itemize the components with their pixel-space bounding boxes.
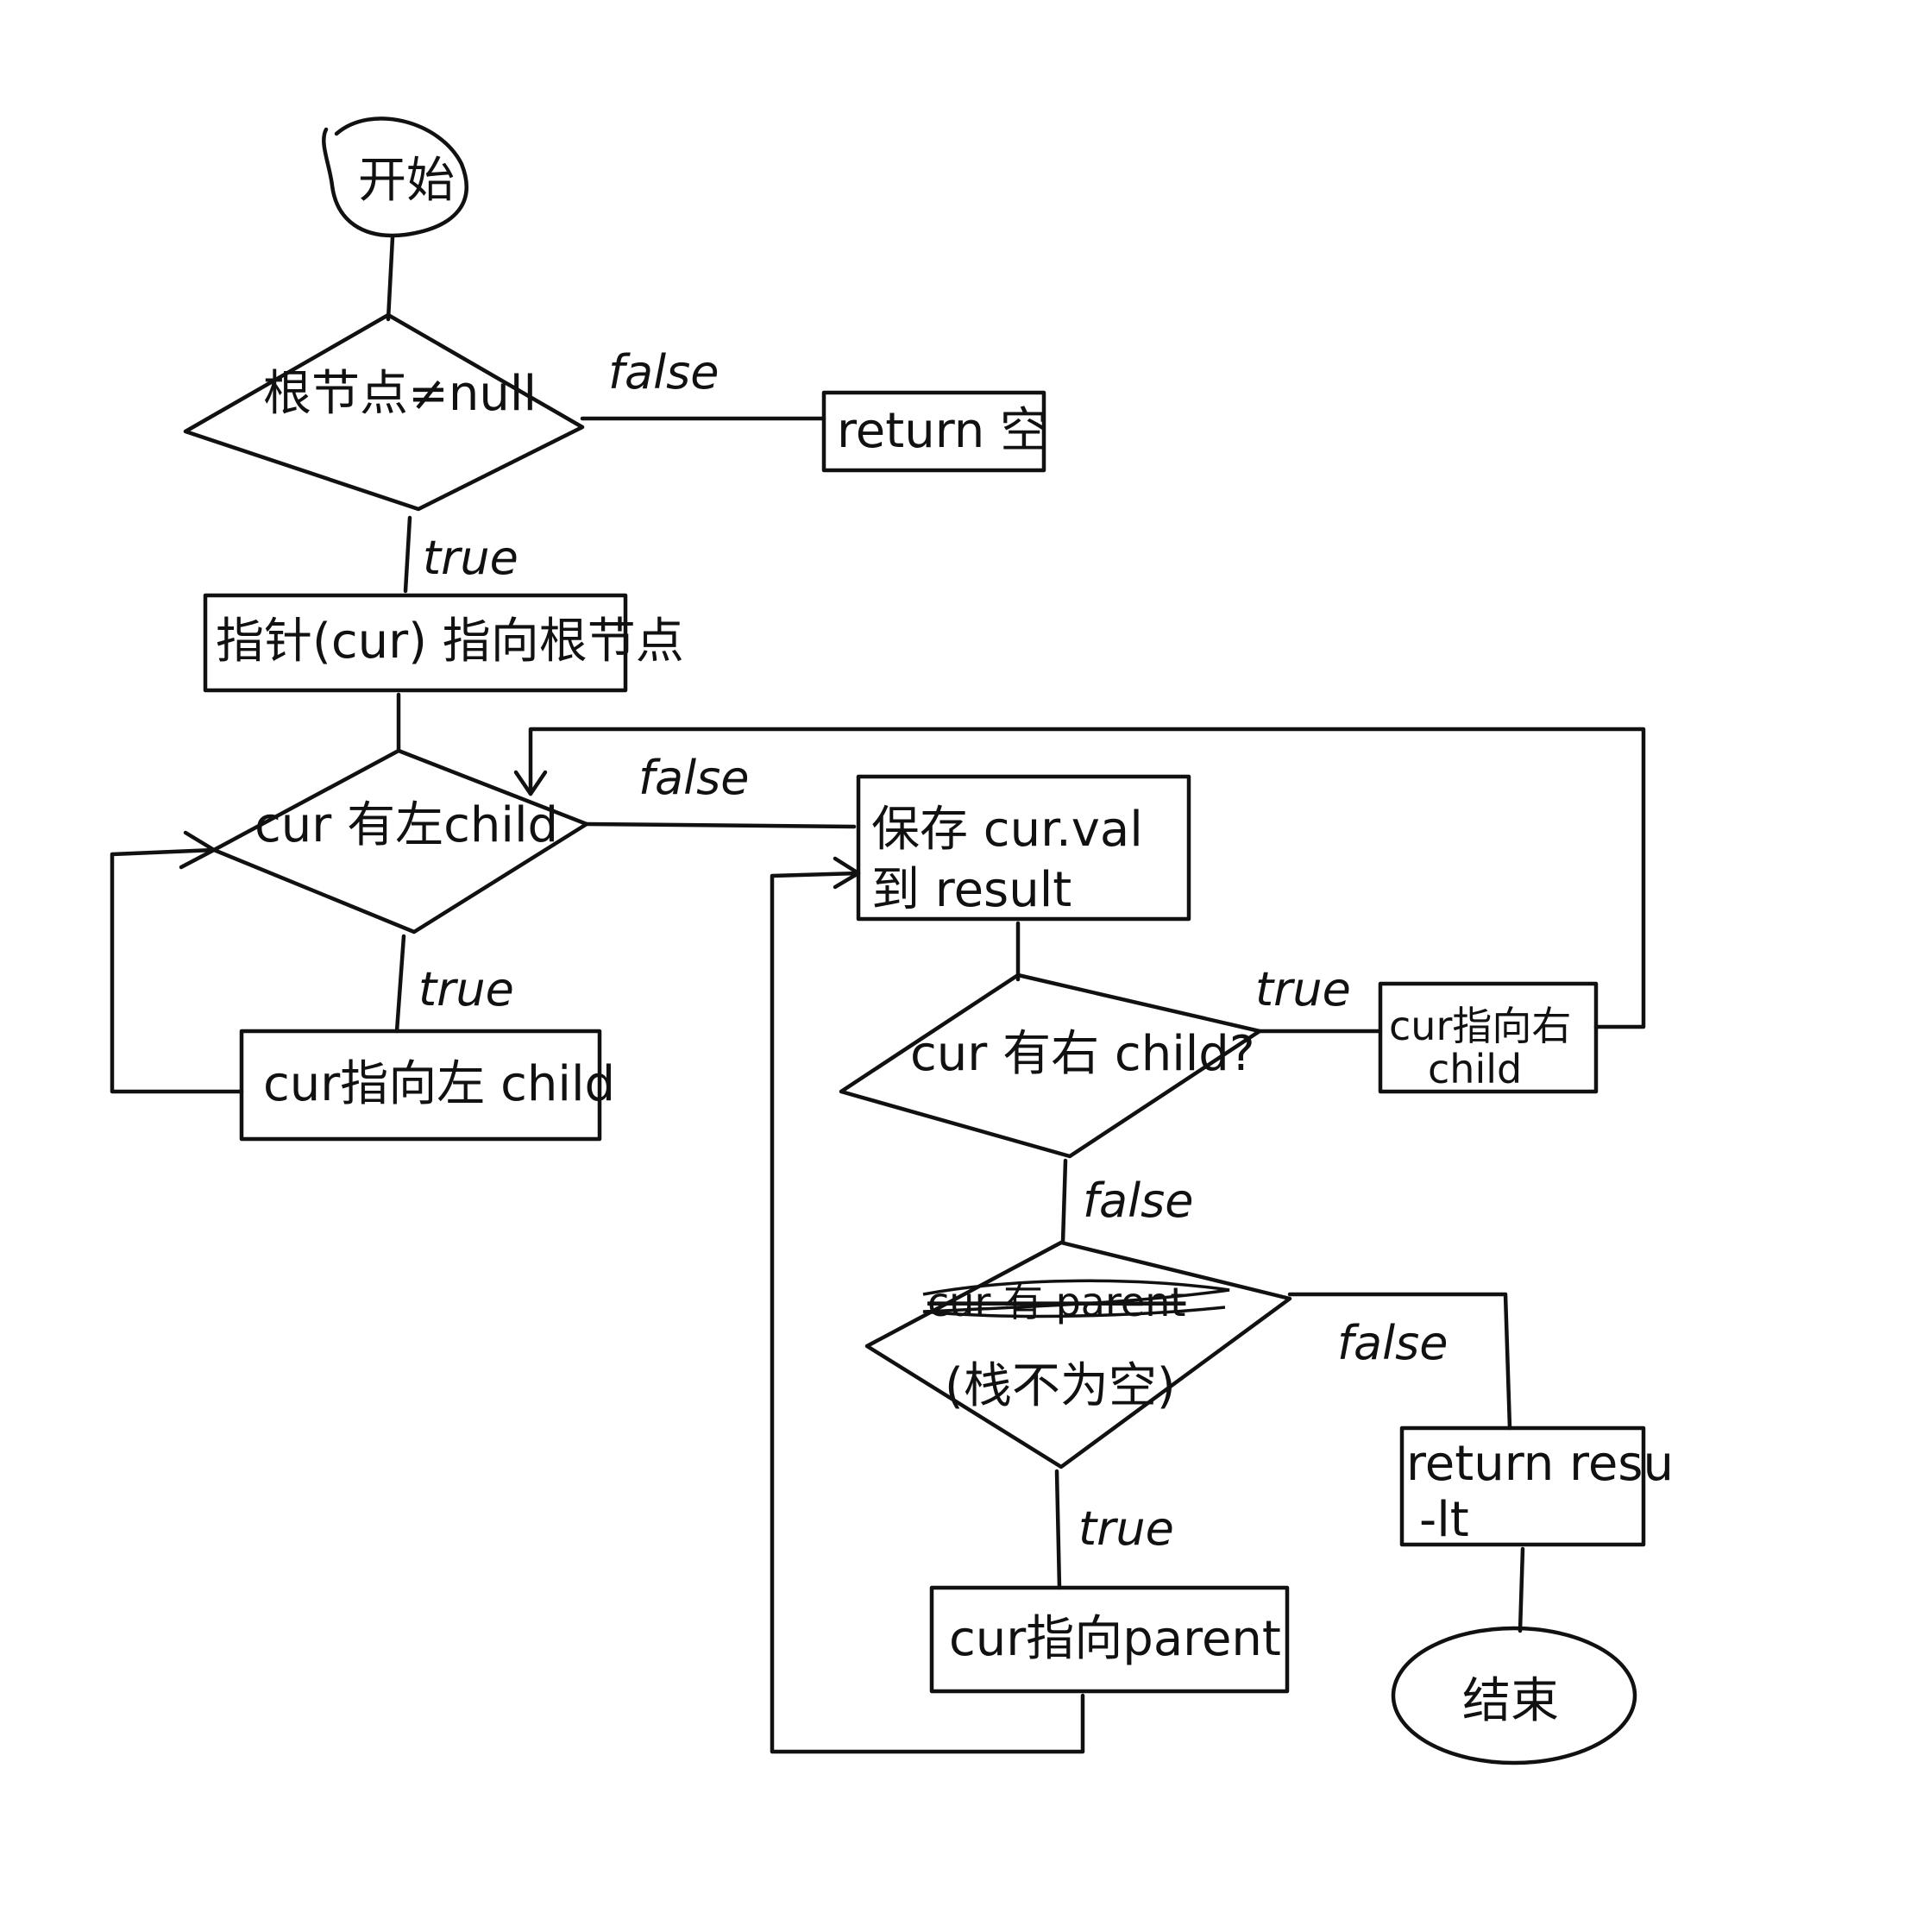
process-return-empty: return 空 <box>821 390 1048 473</box>
edge-hasright-false <box>1060 1158 1068 1245</box>
has-right-label: cur 有右 child? <box>910 1026 1255 1082</box>
has-left-label: cur 有左child <box>255 797 558 853</box>
init-pointer-label: 指针(cur) 指向根节点 <box>216 614 684 670</box>
edge-label-true-1: true <box>423 531 518 585</box>
process-init-pointer: 指针(cur) 指向根节点 <box>203 593 684 693</box>
save-val-line1: 保存 cur.val <box>871 802 1143 858</box>
return-empty-label: return 空 <box>837 403 1048 459</box>
process-move-right: cur指向右 child <box>1378 981 1599 1094</box>
return-result-line2: -lt <box>1419 1492 1469 1548</box>
loop-arrowhead-3 <box>833 856 861 890</box>
check-root-label: 根节点≠null <box>263 366 537 422</box>
move-right-line2: child <box>1428 1046 1522 1092</box>
edge-root-true <box>403 515 412 594</box>
process-save-val: 保存 cur.val 到 result <box>856 774 1191 922</box>
edge-label-true-4: true <box>1078 1501 1174 1556</box>
edge-start-to-check <box>386 235 395 322</box>
process-move-left: cur指向左 child <box>239 1029 615 1142</box>
edge-return-to-end <box>1518 1546 1525 1633</box>
decision-root-not-null: 根节点≠null <box>183 312 585 512</box>
edge-hasleft-false <box>584 821 857 829</box>
process-return-result: return resu -lt <box>1399 1425 1674 1548</box>
edge-stack-true <box>1054 1469 1062 1590</box>
move-left-label: cur指向左 child <box>263 1056 615 1112</box>
edge-stack-false <box>1287 1292 1512 1431</box>
stack-check-struck: cur 有 parent <box>927 1279 1185 1325</box>
end-label: 结束 <box>1462 1673 1559 1729</box>
edge-label-true-2: true <box>418 962 514 1016</box>
strike-scribble <box>922 1279 1230 1318</box>
edge-label-false-2: false <box>638 751 749 805</box>
move-parent-label: cur指向parent <box>949 1611 1281 1667</box>
edge-moveleft-loop <box>110 847 244 1094</box>
edge-parent-loop <box>770 871 1085 1754</box>
start-node: 开始 <box>322 116 468 238</box>
save-val-line2: 到 result <box>871 862 1071 918</box>
move-right-line1: cur指向右 <box>1389 1003 1571 1049</box>
stack-check-label: (栈不为空) <box>945 1358 1176 1414</box>
edge-label-false-4: false <box>1337 1316 1448 1370</box>
loop-arrowhead <box>179 830 217 870</box>
decision-has-left: cur 有左child <box>211 748 589 935</box>
process-move-parent: cur指向parent <box>929 1585 1290 1694</box>
edge-label-false-3: false <box>1083 1174 1193 1228</box>
end-node: 结束 <box>1391 1626 1637 1765</box>
start-label: 开始 <box>358 153 455 209</box>
return-result-line1: return resu <box>1406 1436 1674 1492</box>
decision-stack-not-empty: cur 有 parent (栈不为空) <box>864 1240 1292 1469</box>
decision-has-right: cur 有右 child? <box>839 972 1262 1159</box>
edge-label-true-3: true <box>1255 962 1351 1016</box>
edge-hasleft-true <box>394 934 406 1034</box>
edge-label-false-1: false <box>608 345 719 400</box>
loop-arrowhead-2 <box>513 770 548 796</box>
edge-loop-to-hasleft <box>528 727 1646 1029</box>
